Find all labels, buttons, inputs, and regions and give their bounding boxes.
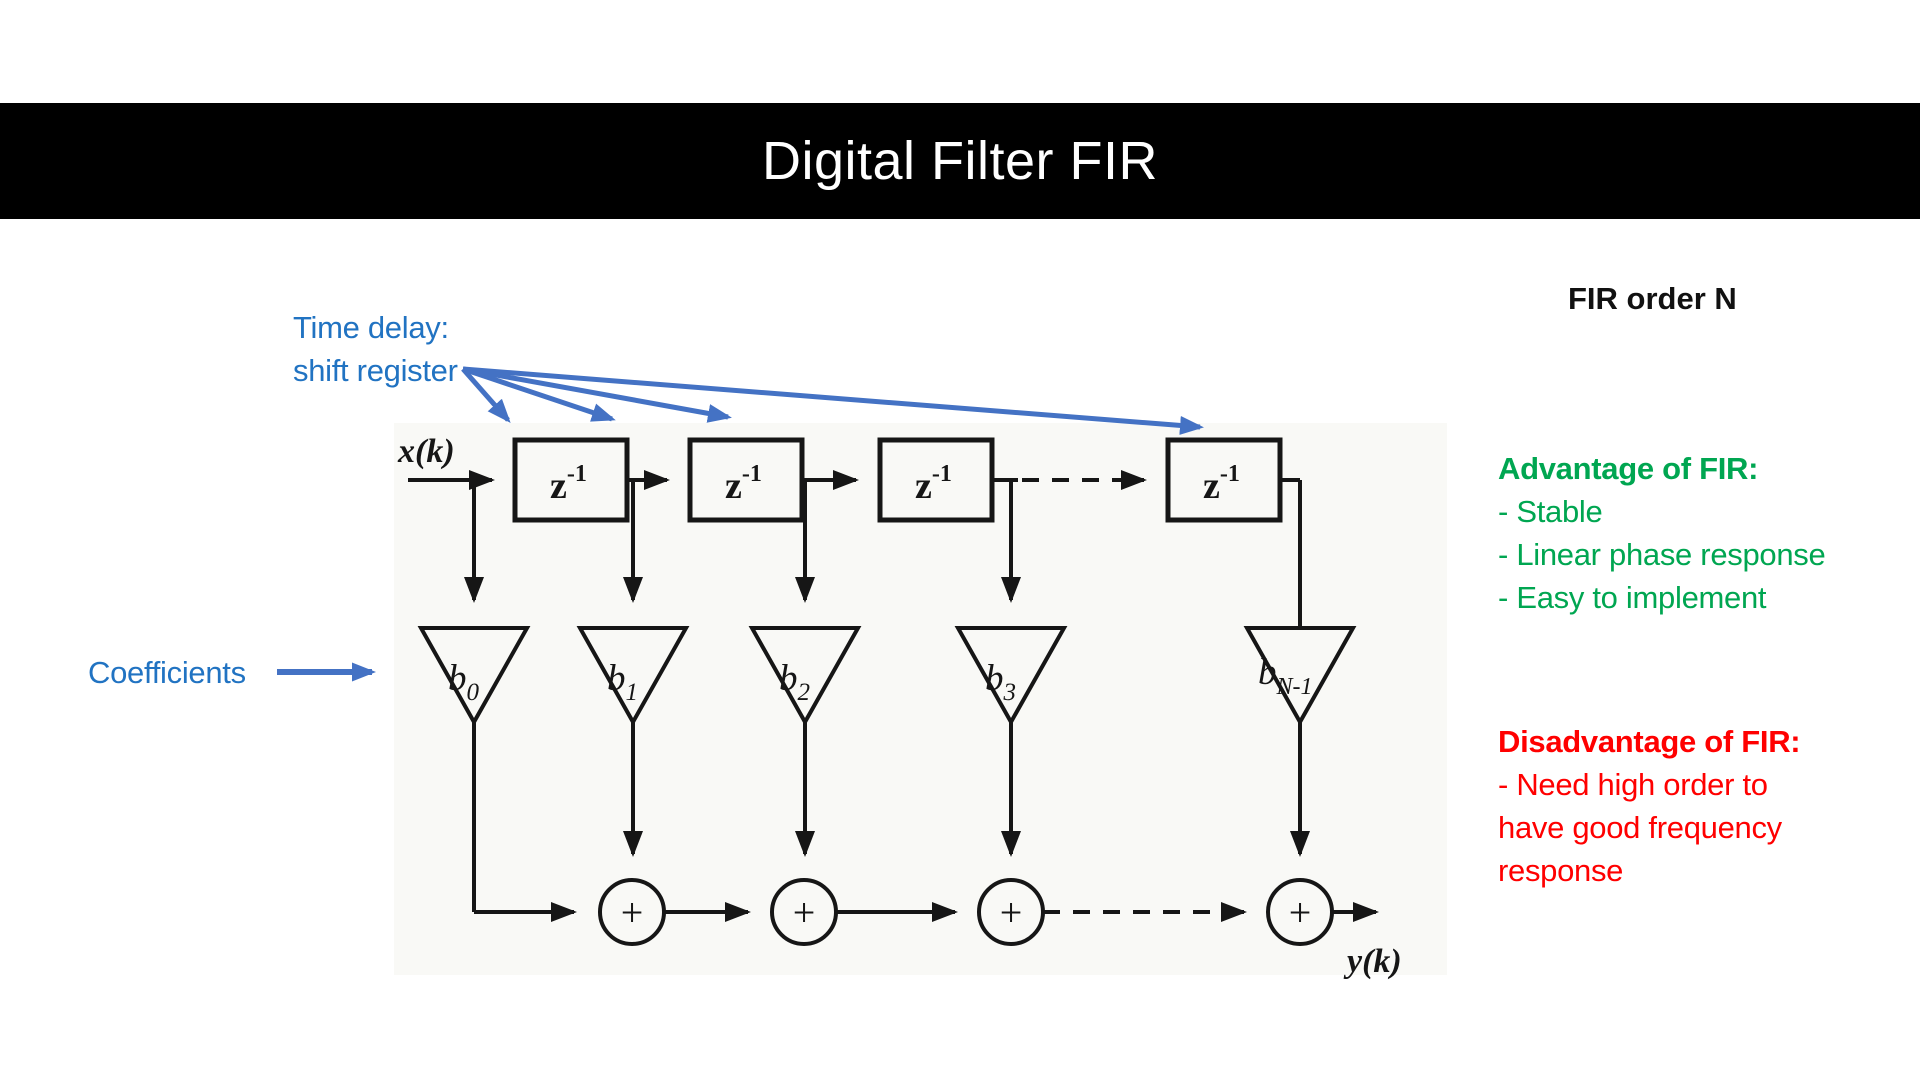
delay-exponent: -1 bbox=[1220, 461, 1240, 487]
disadvantage-heading: Disadvantage of FIR: bbox=[1498, 724, 1801, 759]
disadvantage-line: - Need high order to bbox=[1498, 767, 1768, 802]
sum-plus-1: + bbox=[621, 890, 644, 935]
coeff-triangle-b1 bbox=[576, 626, 690, 727]
time-delay-line2: shift register bbox=[293, 353, 458, 388]
coeff-label-b3: b3 bbox=[985, 658, 1016, 706]
delay-label-3: z-1 bbox=[915, 461, 952, 507]
advantage-block: Advantage of FIR: - Stable - Linear phas… bbox=[1498, 447, 1826, 619]
disadvantage-block: Disadvantage of FIR: - Need high order t… bbox=[1498, 720, 1801, 892]
sum-plus-2: + bbox=[793, 890, 816, 935]
scan-background bbox=[394, 423, 1447, 975]
coeff-triangle-bn1 bbox=[1243, 626, 1357, 727]
time-delay-annotation: Time delay: shift register bbox=[293, 306, 458, 392]
slide-title: Digital Filter FIR bbox=[761, 131, 1159, 191]
delay-exponent: -1 bbox=[567, 461, 587, 487]
coeff-triangle-b3 bbox=[954, 626, 1068, 727]
time-delay-arrow-4 bbox=[462, 366, 1204, 435]
fir-order-note: FIR order N bbox=[1568, 281, 1737, 316]
coeff-label-b1: b1 bbox=[607, 658, 638, 706]
delay-label-1: z-1 bbox=[550, 461, 587, 507]
coeff-subscript: 1 bbox=[626, 679, 639, 706]
coeff-base: b bbox=[448, 658, 467, 699]
delay-label-2: z-1 bbox=[725, 461, 762, 507]
coeff-base: b bbox=[607, 658, 626, 699]
delay-exponent: -1 bbox=[932, 461, 952, 487]
delay-base: z bbox=[1203, 465, 1220, 507]
coeff-base: b bbox=[779, 658, 798, 699]
advantage-item: - Linear phase response bbox=[1498, 537, 1826, 572]
coeff-subscript: 3 bbox=[1003, 679, 1017, 706]
delay-base: z bbox=[725, 465, 742, 507]
coeff-label-b0: b0 bbox=[448, 658, 480, 706]
title-bar: Digital Filter FIR bbox=[0, 103, 1920, 219]
time-delay-line1: Time delay: bbox=[293, 310, 449, 345]
coeff-label-b2: b2 bbox=[779, 658, 810, 706]
coeff-subscript: N-1 bbox=[1276, 674, 1313, 700]
disadvantage-line: response bbox=[1498, 853, 1624, 888]
coeff-subscript: 2 bbox=[798, 679, 811, 706]
sum-plus-3: + bbox=[1000, 890, 1023, 935]
sum-plus-4: + bbox=[1289, 890, 1312, 935]
advantage-item: - Easy to implement bbox=[1498, 580, 1767, 615]
time-delay-arrow-1 bbox=[461, 367, 511, 423]
advantage-heading: Advantage of FIR: bbox=[1498, 451, 1759, 486]
coeff-triangle-b0 bbox=[417, 626, 531, 727]
output-signal-label: y(k) bbox=[1343, 943, 1402, 980]
disadvantage-line: have good frequency bbox=[1498, 810, 1782, 845]
time-delay-arrow-3 bbox=[462, 366, 732, 423]
coeff-label-bn1: bN-1 bbox=[1258, 652, 1313, 700]
coeff-subscript: 0 bbox=[467, 679, 480, 706]
advantage-item: - Stable bbox=[1498, 494, 1603, 529]
coeff-base: b bbox=[985, 658, 1004, 699]
delay-base: z bbox=[915, 465, 932, 507]
time-delay-arrow-2 bbox=[462, 366, 616, 422]
delay-exponent: -1 bbox=[742, 461, 762, 487]
input-signal-label: x(k) bbox=[397, 433, 455, 470]
delay-label-4: z-1 bbox=[1203, 461, 1240, 507]
coefficients-annotation: Coefficients bbox=[88, 655, 246, 690]
coeff-base: b bbox=[1258, 652, 1277, 693]
coeff-triangle-b2 bbox=[748, 626, 862, 727]
delay-base: z bbox=[550, 465, 567, 507]
